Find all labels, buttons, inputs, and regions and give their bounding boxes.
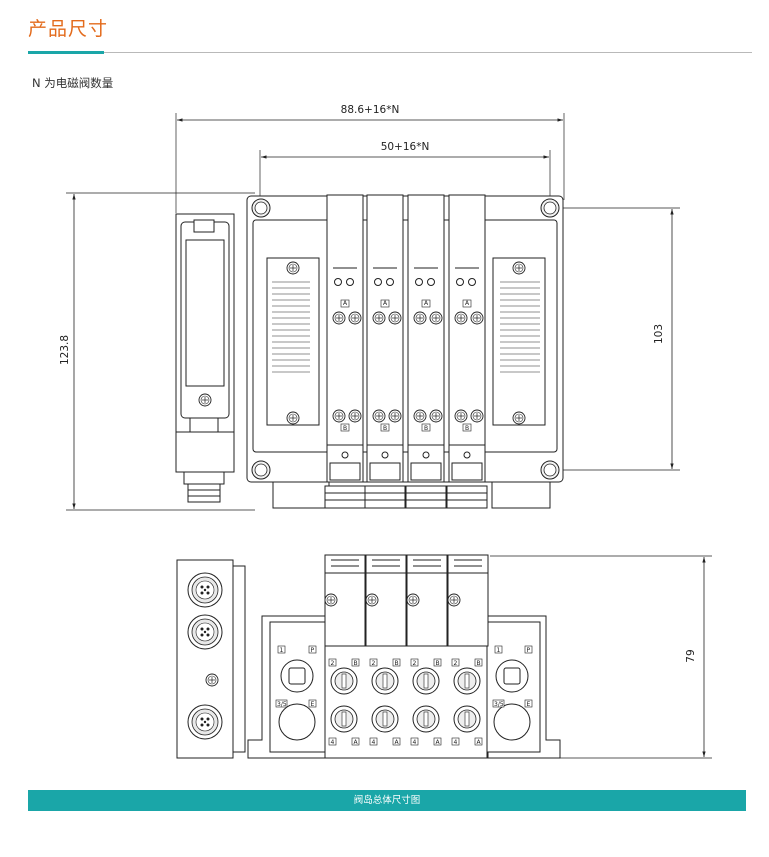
port-label: B <box>477 660 481 667</box>
port-label: P <box>311 647 315 654</box>
port-label: A <box>424 300 429 307</box>
dim-height-side: 79 <box>685 649 697 662</box>
valve-top-1 <box>324 554 366 647</box>
port-label: A <box>436 739 441 746</box>
port-label: 1 <box>497 647 501 654</box>
port-label: P <box>527 647 531 654</box>
port-label: 2 <box>413 660 417 667</box>
title-divider <box>28 52 752 53</box>
dim-height-front: 123.8 <box>59 335 71 365</box>
port-label: 4 <box>454 739 458 746</box>
dim-height-mount: 103 <box>653 324 665 344</box>
port-label: A <box>477 739 482 746</box>
port-label: B <box>436 660 440 667</box>
valve-top-4 <box>447 554 489 647</box>
port-label: 4 <box>372 739 376 746</box>
port-label: B <box>465 425 469 432</box>
figure-caption: 阀岛总体尺寸图 <box>28 790 746 811</box>
side-view-fittings <box>187 572 531 741</box>
valve-count-note: N 为电磁阀数量 <box>32 76 114 90</box>
port-label: A <box>354 739 359 746</box>
dim-overall-width: 88.6+16*N <box>341 104 400 116</box>
port-label: A <box>343 300 348 307</box>
port-label: E <box>311 701 315 708</box>
port-label: 1 <box>280 647 284 654</box>
port-label: A <box>395 739 400 746</box>
title-accent-bar <box>28 51 104 54</box>
port-label: A <box>383 300 388 307</box>
valve-2 <box>364 194 406 509</box>
port-label: B <box>343 425 347 432</box>
port-label: A <box>465 300 470 307</box>
port-label: 3/5 <box>277 701 287 708</box>
port-label: 2 <box>454 660 458 667</box>
port-labels: 1 P P 1 E 3/5 3/5 E 2 B 4 A 2 B 4 A 2 B <box>275 300 533 746</box>
port-label: B <box>424 425 428 432</box>
port-label: B <box>395 660 399 667</box>
valve-top-3 <box>406 554 448 647</box>
front-view <box>66 113 680 511</box>
valve-3 <box>405 194 447 509</box>
port-label: 4 <box>413 739 417 746</box>
port-label: 2 <box>331 660 335 667</box>
port-label: 2 <box>372 660 376 667</box>
dim-valve-pitch: 50+16*N <box>381 141 430 153</box>
valve-top-2 <box>365 554 407 647</box>
port-label: 3/5 <box>494 701 504 708</box>
valve-1 <box>324 194 366 509</box>
page-title: 产品尺寸 <box>28 18 109 40</box>
port-label: E <box>527 701 531 708</box>
port-label: B <box>354 660 358 667</box>
port-label: 4 <box>331 739 335 746</box>
side-view <box>176 554 712 759</box>
valve-4 <box>446 194 488 509</box>
port-label: B <box>383 425 387 432</box>
